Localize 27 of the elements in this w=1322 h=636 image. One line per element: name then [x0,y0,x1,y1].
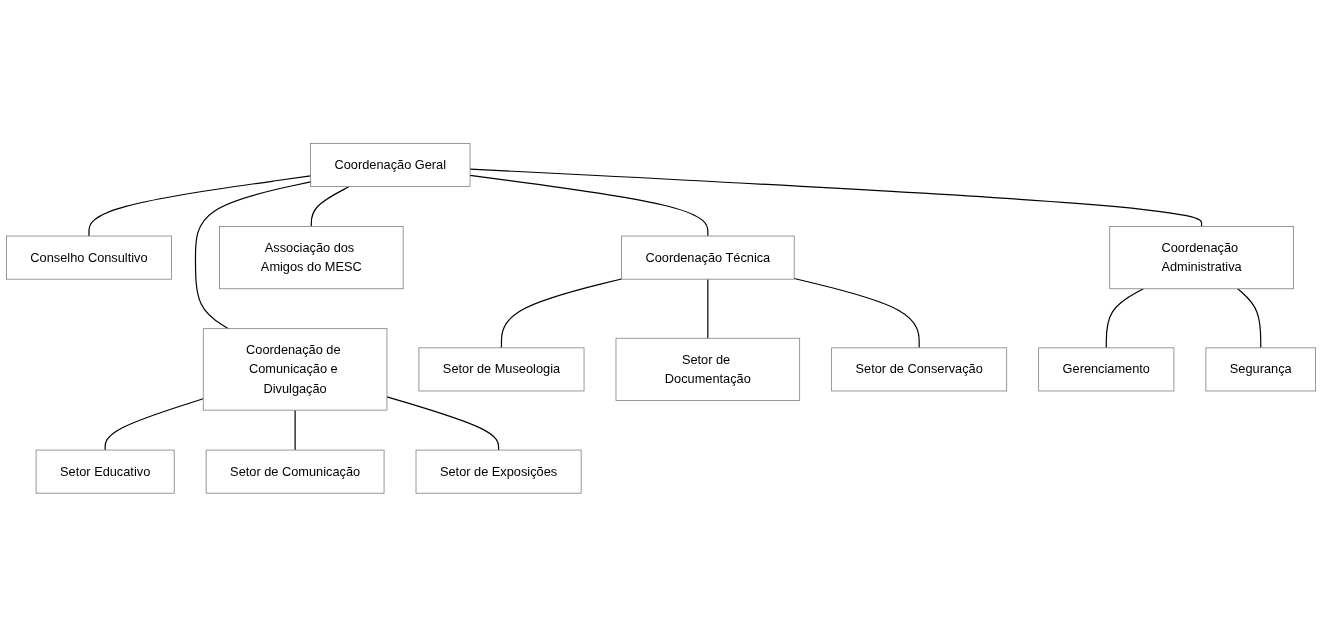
node-box: Coordenação Geral [310,142,471,187]
node-box: Setor de Comunicação [205,449,385,494]
node-box: Setor de Conservação [831,347,1008,392]
connector [469,174,709,237]
connector [1105,287,1145,349]
connector [386,395,500,451]
node-box: Coordenação Técnica [621,235,795,280]
node-box: Coordenação Administrativa [1109,225,1294,289]
node-box: Gerenciamento [1038,347,1175,392]
connector [194,181,312,329]
node-box: Associação dos Amigos do MESC [219,225,404,289]
connector [104,397,204,451]
node-box: Setor de Exposições [415,449,582,494]
connector [500,278,623,349]
node-box: Segurança [1205,347,1316,392]
connector [310,185,350,227]
node-box: Setor de Documentação [615,337,801,401]
connector [469,168,1203,227]
connector [707,278,709,339]
node-box: Conselho Consultivo [6,235,172,280]
connector [88,175,312,237]
node-box: Coordenação de Comunicação e Divulgação [202,328,388,411]
node-box: Setor de Museologia [418,347,585,392]
connector [793,277,920,349]
connector [294,409,296,451]
node-box: Setor Educativo [35,449,175,494]
connector [1237,287,1262,349]
